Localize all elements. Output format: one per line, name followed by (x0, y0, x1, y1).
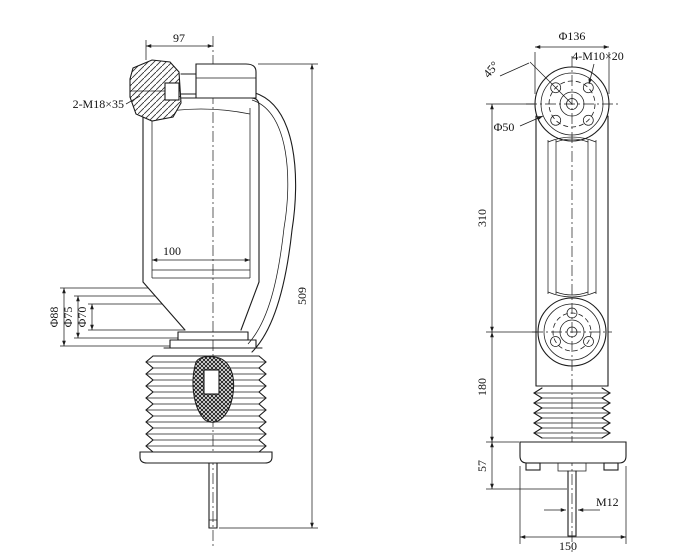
dim-97-label: 97 (173, 31, 185, 45)
mounting-flange (519, 441, 627, 472)
dim-150-label: 150 (559, 539, 577, 553)
pole-body-front (535, 115, 609, 387)
thread-m12-label: M12 (596, 495, 619, 509)
thread-label-2m18: 2-M18×35 (73, 97, 124, 111)
angle-45-construction-line (529, 61, 573, 105)
angle-45-label: 45° (480, 58, 502, 80)
dia-75-label: Φ75 (61, 307, 75, 328)
upper-cap-block (180, 63, 257, 99)
dim-509-label: 509 (295, 287, 309, 305)
pull-rod-loop (247, 91, 297, 353)
terminal-pad (129, 59, 182, 122)
contact-assembly-hatch (192, 356, 235, 423)
dia-70-label: Φ70 (75, 307, 89, 328)
dia-136-label: Φ136 (559, 29, 586, 43)
bellows-right (532, 387, 612, 439)
bottom-flange-circles (532, 297, 612, 367)
dim-180-label: 180 (475, 378, 489, 396)
insulator-body (142, 97, 260, 331)
right-view-group: Φ136 4-M10×20 45° Φ50 310 180 57 M12 15 (475, 29, 627, 553)
base-flange-left (139, 451, 273, 464)
bolt-spec-label: 4-M10×20 (572, 49, 623, 63)
dia-50-label: Φ50 (494, 120, 515, 134)
dim-100-label: 100 (163, 244, 181, 258)
left-dimensions: 97 2-M18×35 100 509 Φ88 Φ75 Φ70 (47, 31, 318, 529)
dia-88-label: Φ88 (47, 307, 61, 328)
dim-57-label: 57 (475, 460, 489, 472)
drive-rod-left (208, 462, 218, 529)
right-dimensions: Φ136 4-M10×20 45° Φ50 310 180 57 M12 15 (475, 29, 627, 553)
top-flange-circles (526, 61, 618, 142)
dim-310-label: 310 (475, 209, 489, 227)
left-view-group: 97 2-M18×35 100 509 Φ88 Φ75 Φ70 (47, 31, 318, 548)
stepped-flange (152, 331, 263, 357)
